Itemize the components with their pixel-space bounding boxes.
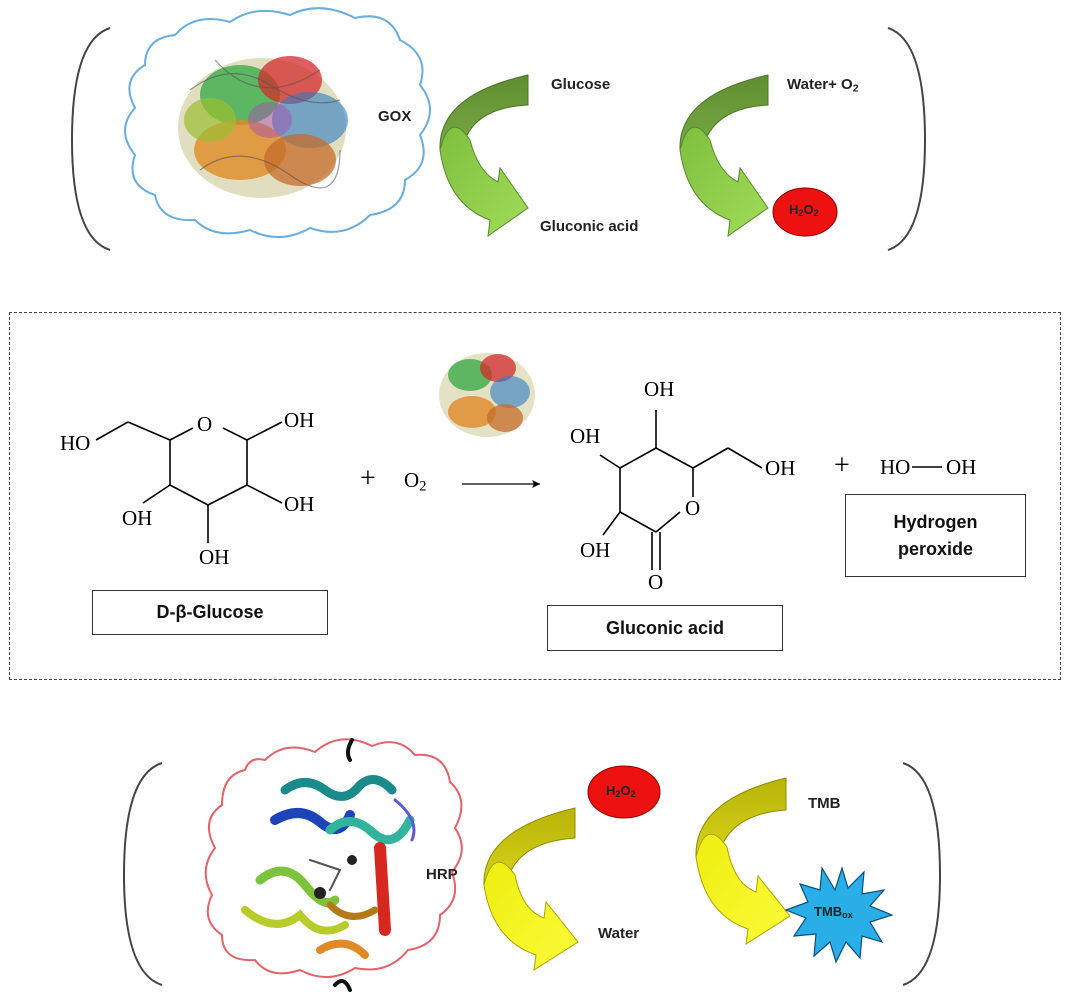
tmb-label: TMB — [808, 795, 841, 812]
water-label: Water — [598, 925, 640, 942]
glucose-oh-c2: OH — [284, 492, 315, 516]
glucose-label: Glucose — [551, 76, 611, 93]
gluconic-ring-o: O — [685, 496, 701, 520]
glucose-oh-c3: OH — [199, 545, 230, 569]
yellow-arrow-2 — [695, 777, 791, 945]
reaction-arrow — [462, 480, 540, 488]
glucose-oh-c4: OH — [122, 506, 153, 530]
tmbox-label: TMBox — [814, 904, 853, 920]
bottom-left-bracket — [122, 762, 163, 986]
h2o2-oval-bottom — [587, 765, 661, 819]
gluconic-oh-top: OH — [644, 377, 675, 401]
h2o2-label-bottom: H2O2 — [606, 783, 636, 799]
gluconic-oh-bottom: OH — [580, 538, 611, 562]
gluconic-oh-left: OH — [570, 424, 601, 448]
water-oxygen-label: Water+ O2 — [787, 76, 859, 95]
peroxide-ho: HO — [880, 455, 911, 479]
peroxide-oh: OH — [946, 455, 977, 479]
gluconic-acid-label: Gluconic acid — [540, 218, 639, 235]
glucose-structure — [95, 421, 283, 543]
gox-protein-structure — [178, 56, 348, 198]
green-arrow-1 — [439, 74, 529, 238]
top-left-bracket — [70, 27, 111, 251]
glucose-name-box: D-β-Glucose — [92, 590, 328, 635]
glucose-oh-anomeric: OH — [284, 408, 315, 432]
green-arrow-2 — [679, 74, 769, 238]
hrp-cloud — [204, 738, 463, 978]
glucose-ring-o: O — [197, 412, 213, 436]
reaction-frame — [9, 312, 1061, 680]
oxygen-label: O2 — [404, 468, 427, 495]
plus-sign-1: + — [360, 463, 376, 494]
plus-sign-2: + — [834, 450, 850, 481]
h2o2-oval-top — [772, 187, 838, 237]
gluconic-carbonyl-o: O — [648, 570, 664, 594]
gox-label: GOX — [378, 108, 412, 125]
hrp-label: HRP — [426, 866, 458, 883]
gluconic-name-box: Gluconic acid — [547, 605, 783, 651]
h2o2-label-top: H2O2 — [789, 202, 819, 218]
yellow-arrow-1 — [483, 807, 579, 971]
gox-small-structure — [439, 353, 535, 437]
tmbox-starburst — [784, 865, 894, 964]
gluconic-acid-structure — [599, 410, 763, 570]
top-right-bracket — [887, 27, 927, 251]
gluconic-oh-ch2: OH — [765, 456, 796, 480]
glucose-ho: HO — [60, 431, 91, 455]
bottom-right-bracket — [902, 762, 942, 986]
peroxide-name-box: Hydrogen peroxide — [845, 494, 1026, 577]
hrp-protein-structure — [241, 738, 416, 992]
